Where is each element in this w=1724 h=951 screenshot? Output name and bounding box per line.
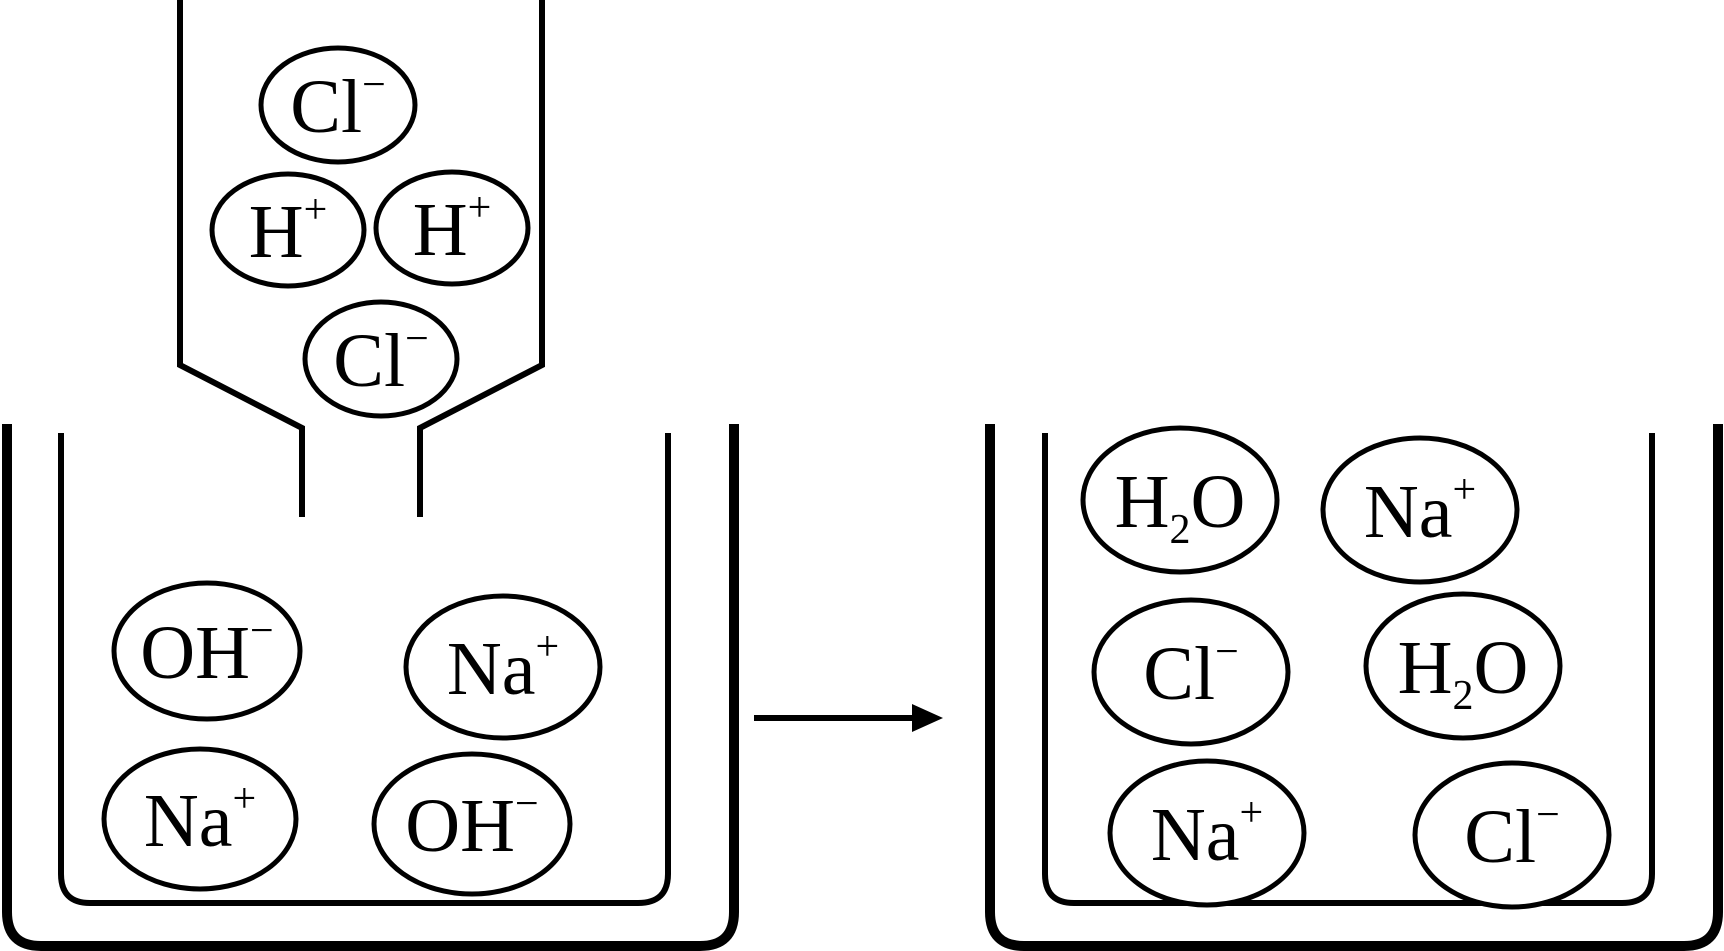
water-ion: H2O <box>1363 591 1563 741</box>
ion-symbol: OH <box>405 784 515 868</box>
hydroxide-ion-label: OH− <box>140 608 273 695</box>
ion-charge: − <box>1215 629 1239 675</box>
hydrogen-ion-label: H+ <box>249 187 328 274</box>
chloride-ion: Cl− <box>302 299 460 419</box>
sodium-ion: Na+ <box>1320 435 1520 585</box>
hydroxide-ion-outline <box>111 580 303 722</box>
chloride-ion: Cl− <box>258 45 418 165</box>
sodium-ion-outline <box>1107 758 1307 908</box>
water-ion-label: H2O <box>1115 460 1246 553</box>
ion-charge: − <box>250 608 274 654</box>
hydrogen-ion: H+ <box>209 171 367 289</box>
hydrogen-ion-outline <box>209 171 367 289</box>
ion-charge: − <box>362 62 386 108</box>
formula-element: H <box>1398 626 1453 710</box>
dropper-funnel <box>177 0 545 517</box>
ion-charge: + <box>535 624 559 670</box>
sodium-ion-outline <box>403 593 603 741</box>
formula-subscript: 2 <box>1170 507 1191 553</box>
formula-element: H <box>1115 460 1170 544</box>
sodium-ion: Na+ <box>101 746 299 892</box>
chloride-ion-outline <box>258 45 418 165</box>
ion-symbol: Cl <box>1143 632 1215 716</box>
ion-charge: − <box>405 316 429 362</box>
ion-charge: + <box>1452 467 1476 513</box>
chloride-ion: Cl− <box>1412 760 1612 910</box>
ion-symbol: Na <box>1151 793 1240 877</box>
hydroxide-ion: OH− <box>111 580 303 722</box>
reaction-arrow <box>754 704 943 732</box>
ion-symbol: H <box>249 190 304 274</box>
ion-symbol: Na <box>447 627 536 711</box>
right-beaker <box>985 424 1723 951</box>
ion-charge: + <box>232 776 256 822</box>
water-ion-outline <box>1363 591 1563 741</box>
ion-charge: + <box>1239 790 1263 836</box>
sodium-ion-outline <box>1320 435 1520 585</box>
formula-element: O <box>1191 460 1246 544</box>
sodium-ion-label: Na+ <box>144 776 256 863</box>
hydrogen-ion-label: H+ <box>413 185 492 272</box>
ion-symbol: H <box>413 188 468 272</box>
hydroxide-ion-label: OH− <box>405 781 538 868</box>
sodium-ion-label: Na+ <box>447 624 559 711</box>
sodium-ion-label: Na+ <box>1364 467 1476 554</box>
hydrogen-ion-outline <box>373 169 531 287</box>
formula-subscript: 2 <box>1453 673 1474 719</box>
hydrogen-ion: H+ <box>373 169 531 287</box>
ion-symbol: Cl <box>333 319 405 403</box>
chloride-ion-label: Cl− <box>1464 792 1560 879</box>
sodium-ion-label: Na+ <box>1151 790 1263 877</box>
sodium-ion-outline <box>101 746 299 892</box>
ion-symbol: Na <box>1364 470 1453 554</box>
chloride-ion-label: Cl− <box>333 316 429 403</box>
chloride-ion-outline <box>1091 597 1291 747</box>
chloride-ion-outline <box>1412 760 1612 910</box>
ion-symbol: OH <box>140 611 250 695</box>
chloride-ion-label: Cl− <box>1143 629 1239 716</box>
ion-symbol: Cl <box>290 65 362 149</box>
sodium-ion: Na+ <box>1107 758 1307 908</box>
chloride-ion: Cl− <box>1091 597 1291 747</box>
ion-symbol: Cl <box>1464 795 1536 879</box>
water-ion: H2O <box>1080 425 1280 575</box>
water-ion-label: H2O <box>1398 626 1529 719</box>
sodium-ion: Na+ <box>403 593 603 741</box>
ion-symbol: Na <box>144 779 233 863</box>
ion-charge: + <box>304 187 328 233</box>
ion-charge: − <box>515 781 539 827</box>
water-ion-outline <box>1080 425 1280 575</box>
ion-charge: + <box>468 185 492 231</box>
ion-charge: − <box>1536 792 1560 838</box>
chloride-ion-outline <box>302 299 460 419</box>
left-beaker <box>2 424 739 951</box>
hydroxide-ion-outline <box>371 751 573 897</box>
formula-element: O <box>1474 626 1529 710</box>
chloride-ion-label: Cl− <box>290 62 386 149</box>
hydroxide-ion: OH− <box>371 751 573 897</box>
